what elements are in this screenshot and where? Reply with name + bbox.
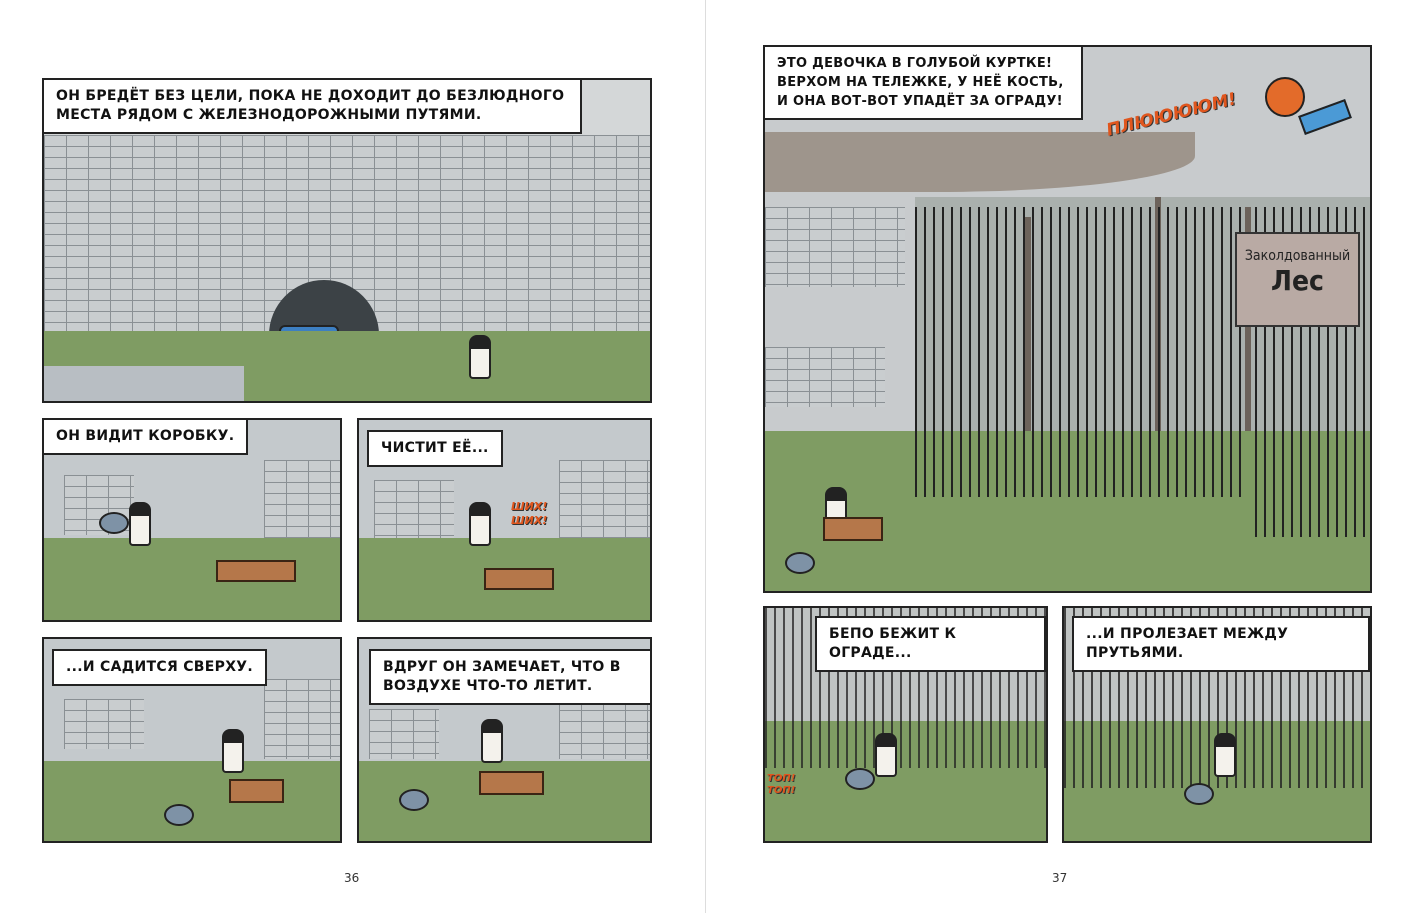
page-number: 37 xyxy=(1052,871,1068,885)
page-gutter xyxy=(705,0,706,913)
brick-patch xyxy=(64,699,144,749)
dog-character xyxy=(129,502,151,546)
sfx-word: ТОП! xyxy=(767,773,796,784)
brick-patch xyxy=(765,347,885,407)
wooden-box xyxy=(216,560,296,582)
hill xyxy=(765,132,1195,192)
wooden-box xyxy=(479,771,544,795)
sound-effect: ТОП!ТОП! xyxy=(767,773,795,797)
panel-sees-box: Он видит коробку. xyxy=(42,418,342,622)
brick-patch xyxy=(264,460,340,540)
caption-box: Вдруг он замечает, что в воздухе что-то … xyxy=(369,649,650,705)
forest-sign: Заколдованный Лес xyxy=(1235,232,1360,327)
caption-box: ...и садится сверху. xyxy=(52,649,267,686)
brick-patch xyxy=(264,679,340,759)
panel-sits-on-box: ...и садится сверху. xyxy=(42,637,342,843)
caption-box: Чистит её... xyxy=(367,430,503,467)
caption-box: Он видит коробку. xyxy=(44,420,249,455)
panel-runs-to-fence: ТОП!ТОП! Бепо бежит к ограде... xyxy=(763,606,1048,843)
dog-character xyxy=(481,719,503,763)
bag xyxy=(785,552,815,574)
brick-patch xyxy=(369,709,439,759)
sign-text: Лес xyxy=(1271,264,1324,297)
sfx-word: ТОП! xyxy=(767,785,796,796)
brick-patch xyxy=(374,480,454,540)
brick-patch xyxy=(559,460,650,540)
road xyxy=(44,366,244,401)
tree xyxy=(1245,207,1251,467)
bag xyxy=(845,768,875,790)
bag xyxy=(399,789,429,811)
cart xyxy=(1298,99,1352,135)
bag xyxy=(1184,783,1214,805)
sign-text: Заколдованный xyxy=(1244,248,1351,264)
panel-squeezes-through: ...и пролезает между прутьями. xyxy=(1062,606,1372,843)
dog-character xyxy=(469,335,491,379)
dog-character xyxy=(875,733,897,777)
sfx-word: ШИХ! xyxy=(511,514,548,527)
caption-box: Он бредёт без цели, пока не доходит до б… xyxy=(44,80,582,134)
dog-character xyxy=(1214,733,1236,777)
panel-notices-sky: Вдруг он замечает, что в воздухе что-то … xyxy=(357,637,652,843)
sfx-word: ШИХ! xyxy=(511,500,548,513)
grass xyxy=(44,761,340,841)
dog-character xyxy=(222,729,244,773)
panel-cleans-box: ШИХ!ШИХ! Чистит её... xyxy=(357,418,652,622)
brick-patch xyxy=(765,207,905,287)
bag xyxy=(99,512,129,534)
wooden-box xyxy=(823,517,883,541)
brick-patch xyxy=(559,699,650,759)
caption-box: Это девочка в голубой куртке! Верхом на … xyxy=(765,47,1083,120)
wooden-box xyxy=(229,779,284,803)
dog-character xyxy=(469,502,491,546)
caption-box: ...и пролезает между прутьями. xyxy=(1072,616,1370,672)
page-number: 36 xyxy=(344,871,360,885)
caption-box: Бепо бежит к ограде... xyxy=(815,616,1046,672)
panel-enchanted-forest-gate: Заколдованный Лес ПЛЮЮЮЮМ! Это девочка в… xyxy=(763,45,1372,593)
bag xyxy=(164,804,194,826)
sound-effect: ШИХ!ШИХ! xyxy=(511,500,547,528)
panel-railway-wall: Он бредёт без цели, пока не доходит до б… xyxy=(42,78,652,403)
iron-fence xyxy=(915,207,1245,497)
girl-character xyxy=(1265,77,1305,117)
wooden-box xyxy=(484,568,554,590)
